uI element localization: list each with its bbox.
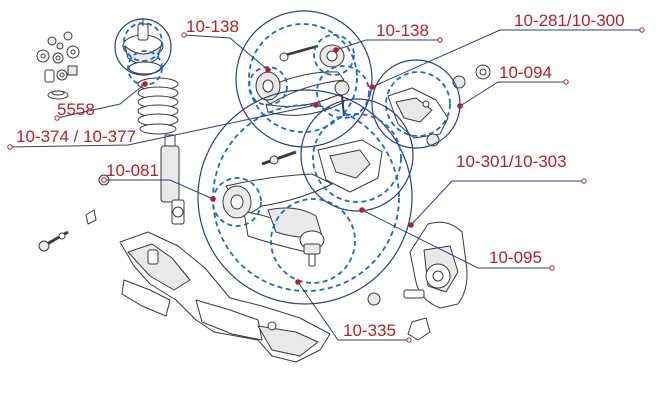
leader-10-138-right <box>335 39 440 51</box>
leader-lines <box>7 27 645 343</box>
leader-10-281-10-300-anchor <box>369 84 375 90</box>
ring-upper-arm-outer <box>235 10 373 148</box>
ring-lower-bushing <box>212 177 262 227</box>
label-10-094[interactable]: 10-094 <box>499 63 552 82</box>
leader-10-095 <box>361 209 552 269</box>
leader-10-081 <box>104 179 214 200</box>
cam-bolt-bracket <box>387 87 449 147</box>
ring-upper-bushing-right <box>313 34 355 76</box>
leader-10-094-end <box>563 79 569 85</box>
leader-10-095-end <box>549 265 555 271</box>
leader-5558-anchor <box>142 81 148 87</box>
leader-10-138-left-end <box>181 32 187 38</box>
ring-lower-ball-joint <box>270 198 356 284</box>
ring-cam-bracket <box>385 71 451 137</box>
coil-spring <box>137 77 179 135</box>
leader-10-335 <box>297 281 409 341</box>
leader-10-081-end <box>101 177 107 183</box>
lower-arm-bracket <box>317 139 383 193</box>
label-10-281-10-300[interactable]: 10-281/10-300 <box>514 11 625 30</box>
label-10-138-left[interactable]: 10-138 <box>186 17 239 36</box>
subframe <box>119 231 331 363</box>
parts-illustration <box>36 18 491 363</box>
leader-5558-end <box>54 115 60 121</box>
leader-10-281-10-300-end <box>639 27 645 33</box>
leader-10-095-anchor <box>359 207 365 213</box>
label-5558[interactable]: 5558 <box>57 100 95 119</box>
strut-body <box>160 134 185 225</box>
label-10-138-right[interactable]: 10-138 <box>376 21 429 40</box>
lower-ball-joint <box>299 230 325 267</box>
label-10-335[interactable]: 10-335 <box>343 321 396 340</box>
label-10-374-10-377[interactable]: 10-374 / 10-377 <box>16 127 136 146</box>
leader-5558 <box>56 83 146 119</box>
leader-10-301-10-303 <box>410 180 584 226</box>
sway-bar-bolt <box>38 230 69 252</box>
ring-upper-arm <box>248 23 358 133</box>
label-10-301-10-303[interactable]: 10-301/10-303 <box>456 152 567 171</box>
leader-10-138-right-anchor <box>333 47 339 53</box>
leader-10-374-10-377-end <box>7 144 13 150</box>
ring-upper-ball-joint <box>316 65 370 119</box>
ring-lower-arm-outer <box>197 89 413 305</box>
strut-top-mount <box>122 18 164 75</box>
leader-10-301-10-303-end <box>581 178 587 184</box>
leader-10-138-right-end <box>437 37 443 43</box>
leader-10-335-anchor <box>295 279 301 285</box>
ring-upper-bushing-left <box>248 66 288 106</box>
leader-10-094 <box>459 81 566 107</box>
part-labels: 5558 10-138 10-138 10-281/10-300 10-094 … <box>16 11 625 340</box>
arm-bolt <box>261 150 297 166</box>
label-10-095[interactable]: 10-095 <box>489 248 542 267</box>
leader-10-374-10-377 <box>9 104 317 148</box>
leader-10-335-end <box>406 337 412 343</box>
nut-knuckle <box>367 292 381 306</box>
steering-knuckle <box>403 221 468 309</box>
ring-strut-mount <box>123 22 163 62</box>
ring-lower-bracket-outer <box>300 98 414 212</box>
hardware-set <box>36 31 80 100</box>
ring-lower-bracket <box>312 113 402 203</box>
link-nut-upper <box>452 75 466 89</box>
bushing-small <box>407 317 431 341</box>
leader-10-138-left <box>183 34 269 71</box>
leader-10-374-10-377-anchor <box>313 102 319 108</box>
leader-10-138-left-anchor <box>265 67 271 73</box>
leader-10-081-anchor <box>210 196 216 202</box>
leader-10-281-10-300 <box>371 29 642 88</box>
leader-10-301-10-303-anchor <box>408 222 414 228</box>
nut-square <box>85 209 97 225</box>
label-10-081[interactable]: 10-081 <box>106 161 159 180</box>
leader-10-094-anchor <box>457 103 463 109</box>
ring-strut-mount-outer <box>114 18 172 76</box>
